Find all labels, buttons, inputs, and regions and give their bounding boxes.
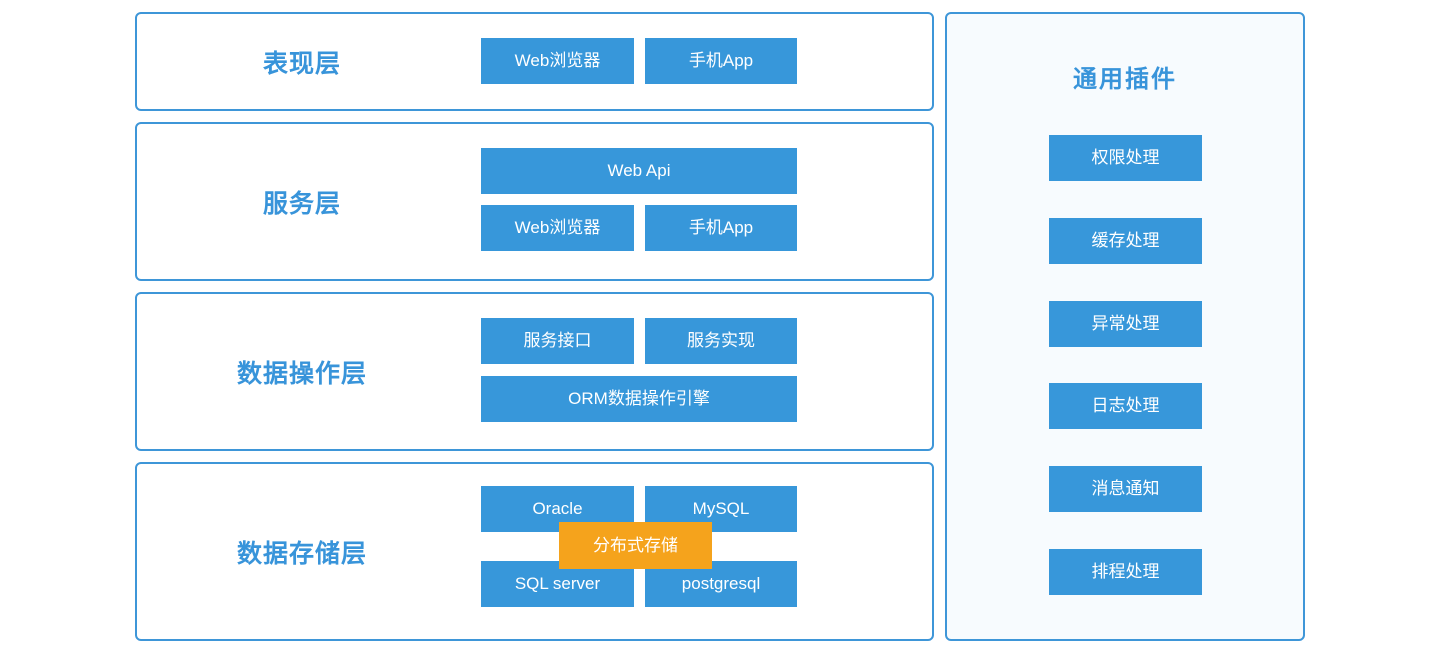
layer-title-data-operation: 数据操作层: [236, 359, 367, 388]
node-cache-handling: 缓存处理: [1049, 218, 1202, 264]
layer-data-storage: 数据存储层 Oracle MySQL SQL server postgresql…: [135, 462, 934, 641]
node-service-interface: 服务接口: [481, 318, 634, 364]
layer-service: 服务层 Web Api Web浏览器 手机App: [135, 122, 934, 281]
node-web-browser: Web浏览器: [481, 38, 634, 84]
layer-title-data-storage: 数据存储层: [236, 539, 367, 568]
node-exception-handling: 异常处理: [1049, 301, 1202, 347]
layer-data-operation: 数据操作层 服务接口 服务实现 ORM数据操作引擎: [135, 292, 934, 451]
node-web-browser: Web浏览器: [481, 205, 634, 251]
node-web-api: Web Api: [481, 148, 797, 194]
node-message-notification: 消息通知: [1049, 466, 1202, 512]
layer-title-presentation: 表现层: [262, 49, 341, 78]
layer-title-service: 服务层: [262, 189, 341, 218]
node-oracle: Oracle: [481, 486, 634, 532]
node-mobile-app: 手机App: [645, 38, 797, 84]
layer-presentation: 表现层 Web浏览器 手机App: [135, 12, 934, 111]
node-permission-handling: 权限处理: [1049, 135, 1202, 181]
node-postgresql: postgresql: [645, 561, 797, 607]
node-sql-server: SQL server: [481, 561, 634, 607]
node-log-handling: 日志处理: [1049, 383, 1202, 429]
node-service-implementation: 服务实现: [645, 318, 797, 364]
node-schedule-handling: 排程处理: [1049, 549, 1202, 595]
plugins-panel: 通用插件 权限处理 缓存处理 异常处理 日志处理 消息通知 排程处理: [945, 12, 1305, 641]
layer-stack: 表现层 Web浏览器 手机App 服务层 Web Api Web浏览器 手机Ap…: [135, 12, 934, 641]
node-mobile-app: 手机App: [645, 205, 797, 251]
node-orm-engine: ORM数据操作引擎: [481, 376, 797, 422]
plugins-panel-title: 通用插件: [1073, 66, 1177, 93]
node-distributed-storage: 分布式存储: [559, 522, 712, 569]
